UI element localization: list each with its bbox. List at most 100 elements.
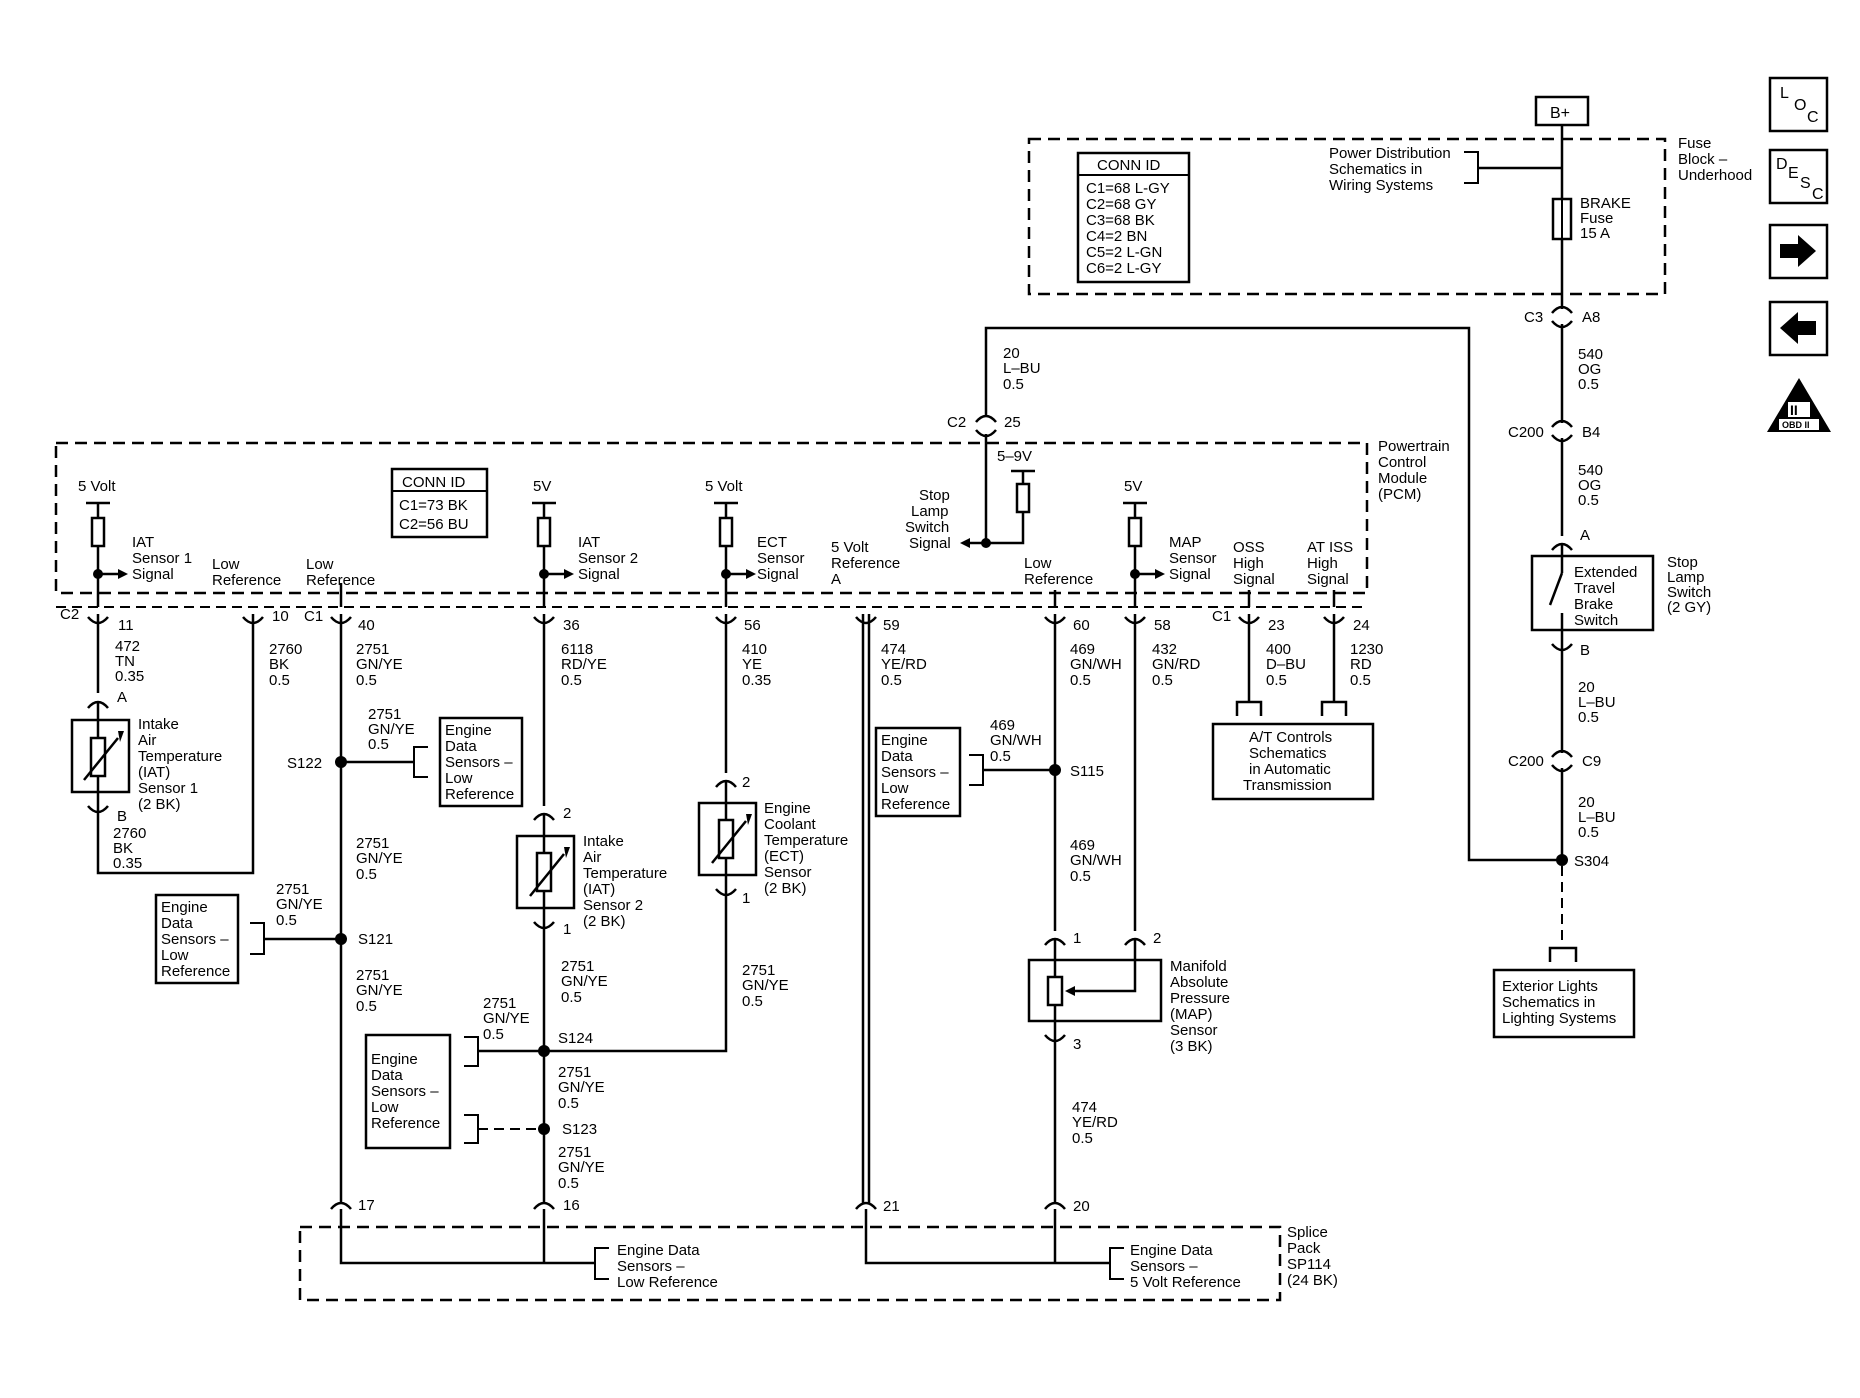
svg-text:Signal: Signal: [757, 566, 799, 583]
svg-text:0.5: 0.5: [558, 1095, 579, 1112]
svg-text:A: A: [1580, 527, 1590, 544]
oss-signal: OSS High Signal C1 23 400 D–BU 0.5: [1212, 539, 1306, 716]
ect-sensor: 2 Engine Coolant Temperature (ECT) Senso…: [697, 774, 848, 907]
svg-text:Power Distribution: Power Distribution: [1329, 145, 1451, 162]
svg-text:Engine: Engine: [161, 899, 208, 916]
ect-supply: 5 Volt ECT Sensor Signal 56 410 YE 0.35: [705, 478, 805, 689]
svg-text:469: 469: [990, 717, 1015, 734]
svg-text:C200: C200: [1508, 753, 1544, 770]
svg-text:2: 2: [742, 774, 750, 791]
svg-text:(ECT): (ECT): [764, 848, 804, 865]
atiss-signal: AT ISS High Signal 24 1230 RD 0.5: [1307, 539, 1383, 716]
extended-travel-brake-switch: Extended Travel Brake Switch: [1530, 554, 1655, 632]
svg-text:Temperature: Temperature: [138, 748, 222, 765]
svg-text:Block –: Block –: [1678, 151, 1728, 168]
svg-text:432: 432: [1152, 641, 1177, 658]
svg-text:Engine: Engine: [764, 800, 811, 817]
svg-text:OSS: OSS: [1233, 539, 1265, 556]
splice-s304: S304: [1556, 853, 1609, 870]
wire-20-lbu-top: 20 L–BU 0.5: [1003, 345, 1041, 393]
svg-text:(3 BK): (3 BK): [1170, 1038, 1213, 1055]
svg-text:Sensors –: Sensors –: [617, 1258, 685, 1275]
connector-c2-25: C2 25: [947, 414, 1021, 438]
svg-text:Reference: Reference: [445, 786, 514, 803]
svg-text:Reference: Reference: [881, 796, 950, 813]
svg-text:IAT: IAT: [578, 534, 600, 551]
next-button[interactable]: [1768, 223, 1829, 280]
svg-text:in Automatic: in Automatic: [1249, 761, 1331, 778]
loc-button[interactable]: L O C: [1768, 76, 1829, 133]
desc-button[interactable]: D E S C: [1768, 148, 1829, 205]
svg-text:S124: S124: [558, 1030, 593, 1047]
svg-text:0.5: 0.5: [881, 672, 902, 689]
svg-text:GN/YE: GN/YE: [558, 1159, 605, 1176]
wire-2751-below-iat2: 2751 GN/YE 0.5: [561, 958, 608, 1006]
svg-text:0.5: 0.5: [561, 672, 582, 689]
fuse-block-underhood: Fuse Block – Underhood: [1027, 135, 1752, 296]
svg-text:C4=2 BN: C4=2 BN: [1086, 228, 1147, 245]
svg-text:Schematics in: Schematics in: [1502, 994, 1595, 1011]
svg-text:Data: Data: [371, 1067, 403, 1084]
svg-text:C200: C200: [1508, 424, 1544, 441]
svg-text:D–BU: D–BU: [1266, 656, 1306, 673]
svg-text:GN/YE: GN/YE: [356, 982, 403, 999]
svg-text:Wiring Systems: Wiring Systems: [1329, 177, 1433, 194]
svg-text:C1=73 BK: C1=73 BK: [399, 497, 468, 514]
svg-text:Reference: Reference: [161, 963, 230, 980]
svg-text:Lighting Systems: Lighting Systems: [1502, 1010, 1616, 1027]
svg-text:S: S: [1800, 175, 1811, 192]
svg-text:S122: S122: [287, 755, 322, 772]
svg-text:Sensor 1: Sensor 1: [132, 550, 192, 567]
svg-text:BRAKE: BRAKE: [1580, 195, 1631, 212]
splice-s122: S122 2751 GN/YE 0.5 Engine Data Sensors …: [287, 706, 524, 808]
svg-text:Low: Low: [371, 1099, 399, 1116]
arrow-right-icon: [1780, 235, 1816, 267]
svg-text:Reference: Reference: [831, 555, 900, 572]
svg-text:C9: C9: [1582, 753, 1601, 770]
svg-text:RD: RD: [1350, 656, 1372, 673]
connector-c200-c9: C200 C9: [1508, 749, 1601, 773]
svg-text:Switch: Switch: [1667, 584, 1711, 601]
svg-text:2751: 2751: [483, 995, 516, 1012]
svg-text:0.5: 0.5: [1578, 824, 1599, 841]
svg-text:0.5: 0.5: [1350, 672, 1371, 689]
svg-text:20: 20: [1578, 679, 1595, 696]
svg-text:Brake: Brake: [1574, 596, 1613, 613]
svg-text:0.5: 0.5: [1578, 376, 1599, 393]
connector-switch-pin-b: B: [1551, 642, 1590, 659]
svg-text:GN/YE: GN/YE: [368, 721, 415, 738]
connector-c200-b4: C200 B4: [1508, 419, 1600, 443]
svg-text:5V: 5V: [1124, 478, 1142, 495]
svg-text:S121: S121: [358, 931, 393, 948]
svg-text:ECT: ECT: [757, 534, 787, 551]
svg-text:B4: B4: [1582, 424, 1600, 441]
svg-text:Absolute: Absolute: [1170, 974, 1228, 991]
svg-text:Data: Data: [445, 738, 477, 755]
svg-text:(MAP): (MAP): [1170, 1006, 1213, 1023]
svg-text:3: 3: [1073, 1036, 1081, 1053]
obd-ii-icon[interactable]: II OBD II: [1767, 378, 1831, 432]
svg-text:Exterior Lights: Exterior Lights: [1502, 978, 1598, 995]
svg-text:Low Reference: Low Reference: [617, 1274, 718, 1291]
svg-text:GN/YE: GN/YE: [276, 896, 323, 913]
svg-text:20: 20: [1578, 794, 1595, 811]
svg-text:Stop: Stop: [1667, 554, 1698, 571]
svg-text:Control: Control: [1378, 454, 1426, 471]
vref-a: 5 Volt Reference A 59 474 YE/RD 0.5: [831, 539, 927, 689]
svg-text:GN/YE: GN/YE: [356, 656, 403, 673]
svg-text:2751: 2751: [356, 967, 389, 984]
back-button[interactable]: [1768, 300, 1829, 357]
svg-text:Air: Air: [138, 732, 156, 749]
connector-c3-a8: C3 A8: [1524, 305, 1600, 329]
svg-text:GN/YE: GN/YE: [561, 973, 608, 990]
svg-text:A: A: [831, 571, 841, 588]
svg-text:0.5: 0.5: [1003, 376, 1024, 393]
svg-text:C: C: [1812, 186, 1824, 203]
map-sensor: 1 2 3 Manifold Absolute Pressure (MAP) S…: [1027, 930, 1230, 1055]
svg-text:20: 20: [1003, 345, 1020, 362]
wire-474-yerd-map: 474 YE/RD 0.5: [1072, 1099, 1118, 1147]
svg-text:MAP: MAP: [1169, 534, 1202, 551]
iat2-supply: 5V IAT Sensor 2 Signal 36 6118 RD/YE 0.5: [532, 478, 638, 689]
svg-text:Schematics in: Schematics in: [1329, 161, 1422, 178]
svg-text:400: 400: [1266, 641, 1291, 658]
